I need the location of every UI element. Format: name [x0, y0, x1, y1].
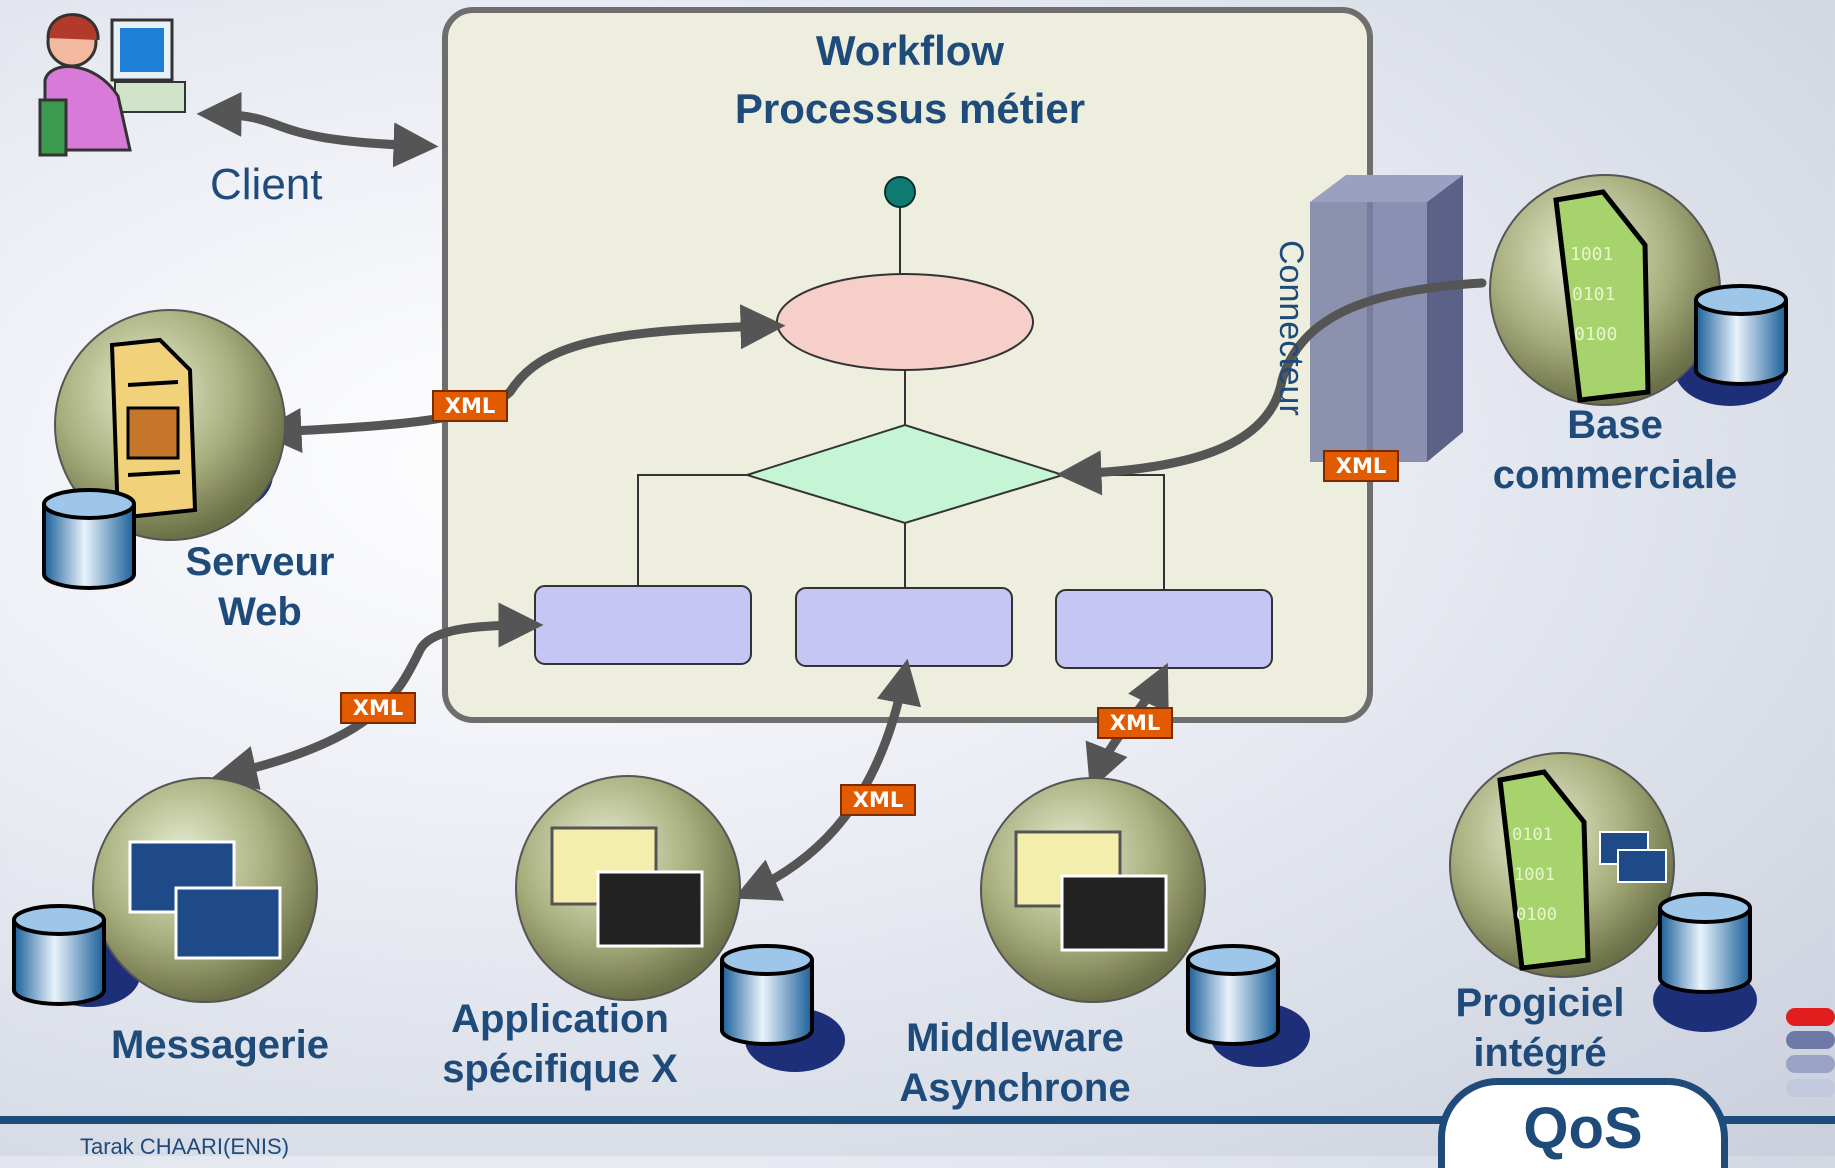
web-server-label-line2: Web [218, 590, 302, 634]
xml-tag-commercial-db: XML [1323, 450, 1399, 482]
table-icon [550, 826, 704, 948]
specific-app-node [515, 775, 845, 1072]
specific-app-label-line1: Application [451, 997, 669, 1041]
erp-label-line1: Progiciel [1455, 981, 1625, 1025]
author-label: Tarak CHAARI(ENIS) [80, 1134, 290, 1159]
xml-tag-middleware: XML [1097, 707, 1173, 739]
commercial-db-label-line1: Base [1567, 403, 1663, 447]
task-box-3 [1055, 589, 1273, 669]
binary-document-icon: 1001 0101 0100 [1553, 189, 1651, 403]
nav-indicator[interactable] [1786, 1055, 1835, 1073]
xml-tag-web-server: XML [432, 390, 508, 422]
svg-text:0100: 0100 [1516, 905, 1557, 925]
nav-indicator-active[interactable] [1786, 1008, 1835, 1026]
qos-tab [1438, 1078, 1728, 1168]
start-node [884, 176, 916, 208]
client-label: Client [210, 160, 323, 209]
web-server-label: Serveur Web [160, 537, 360, 637]
database-icon [720, 944, 814, 1046]
document-icon [109, 337, 198, 521]
table-icon [1014, 830, 1168, 952]
database-icon [1658, 892, 1752, 994]
arrow-web-server [256, 304, 786, 454]
task-box-2 [795, 587, 1013, 667]
commercial-db-node: 1001 0101 0100 [1489, 174, 1788, 406]
database-icon [1694, 284, 1788, 386]
database-icon [1186, 944, 1280, 1046]
middleware-node [980, 777, 1310, 1067]
svg-text:0100: 0100 [1574, 324, 1617, 345]
specific-app-label: Application spécifique X [415, 994, 705, 1094]
arrow-specific-app [733, 658, 922, 901]
messaging-label: Messagerie [90, 1020, 350, 1070]
arrow-commercial-db [1056, 278, 1487, 496]
erp-label-line2: intégré [1473, 1031, 1607, 1075]
specific-app-label-line2: spécifique X [442, 1047, 678, 1091]
workflow-title-line1: Workflow [815, 27, 1005, 74]
table-icon [128, 840, 282, 960]
web-server-label-line1: Serveur [185, 540, 335, 584]
client-icon [38, 13, 186, 157]
erp-node: 0101 1001 0100 [1449, 752, 1757, 1032]
footer-bar [0, 1116, 1835, 1124]
svg-text:1001: 1001 [1514, 865, 1555, 885]
middleware-label: Middleware Asynchrone [870, 1013, 1160, 1113]
svg-text:0101: 0101 [1512, 825, 1553, 845]
arrow-messaging [211, 602, 544, 790]
xml-tag-specific-app: XML [840, 784, 916, 816]
nav-indicator[interactable] [1786, 1079, 1835, 1097]
svg-text:0101: 0101 [1572, 284, 1615, 305]
web-server-node [42, 309, 286, 590]
table-icon [1599, 831, 1667, 883]
nav-indicator[interactable] [1786, 1031, 1835, 1049]
workflow-title-line2: Processus métier [734, 85, 1086, 132]
connector-box [1310, 175, 1463, 462]
messaging-label-line1: Messagerie [111, 1023, 329, 1067]
database-icon [12, 904, 106, 1006]
commercial-db-label: Base commerciale [1460, 400, 1770, 500]
workflow-title: Workflow Processus métier [700, 22, 1120, 138]
xml-tag-messaging: XML [340, 692, 416, 724]
messaging-node [12, 777, 318, 1007]
activity-ellipse [776, 273, 1034, 371]
commercial-db-label-line2: commerciale [1492, 453, 1738, 497]
middleware-label-line2: Asynchrone [899, 1066, 1131, 1110]
svg-text:1001: 1001 [1570, 244, 1613, 265]
arrow-client [196, 91, 439, 168]
connector-label: Connecteur [1272, 240, 1310, 416]
middleware-label-line1: Middleware [906, 1016, 1124, 1060]
database-icon [42, 488, 136, 590]
task-box-1 [534, 585, 752, 665]
erp-label: Progiciel intégré [1420, 978, 1660, 1078]
qos-label: QoS [1523, 1096, 1643, 1161]
binary-document-icon: 0101 1001 0100 [1497, 769, 1591, 971]
